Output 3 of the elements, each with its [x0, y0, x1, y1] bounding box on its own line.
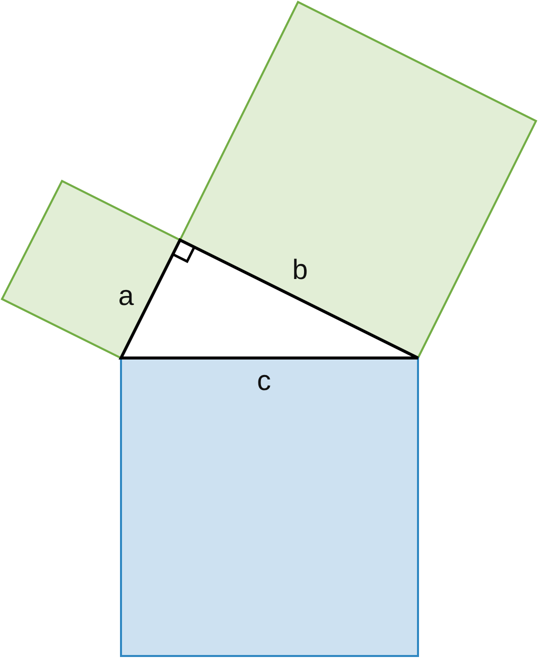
side-label: a — [118, 282, 134, 310]
side-label: b — [292, 256, 308, 284]
side-label: c — [257, 367, 271, 395]
